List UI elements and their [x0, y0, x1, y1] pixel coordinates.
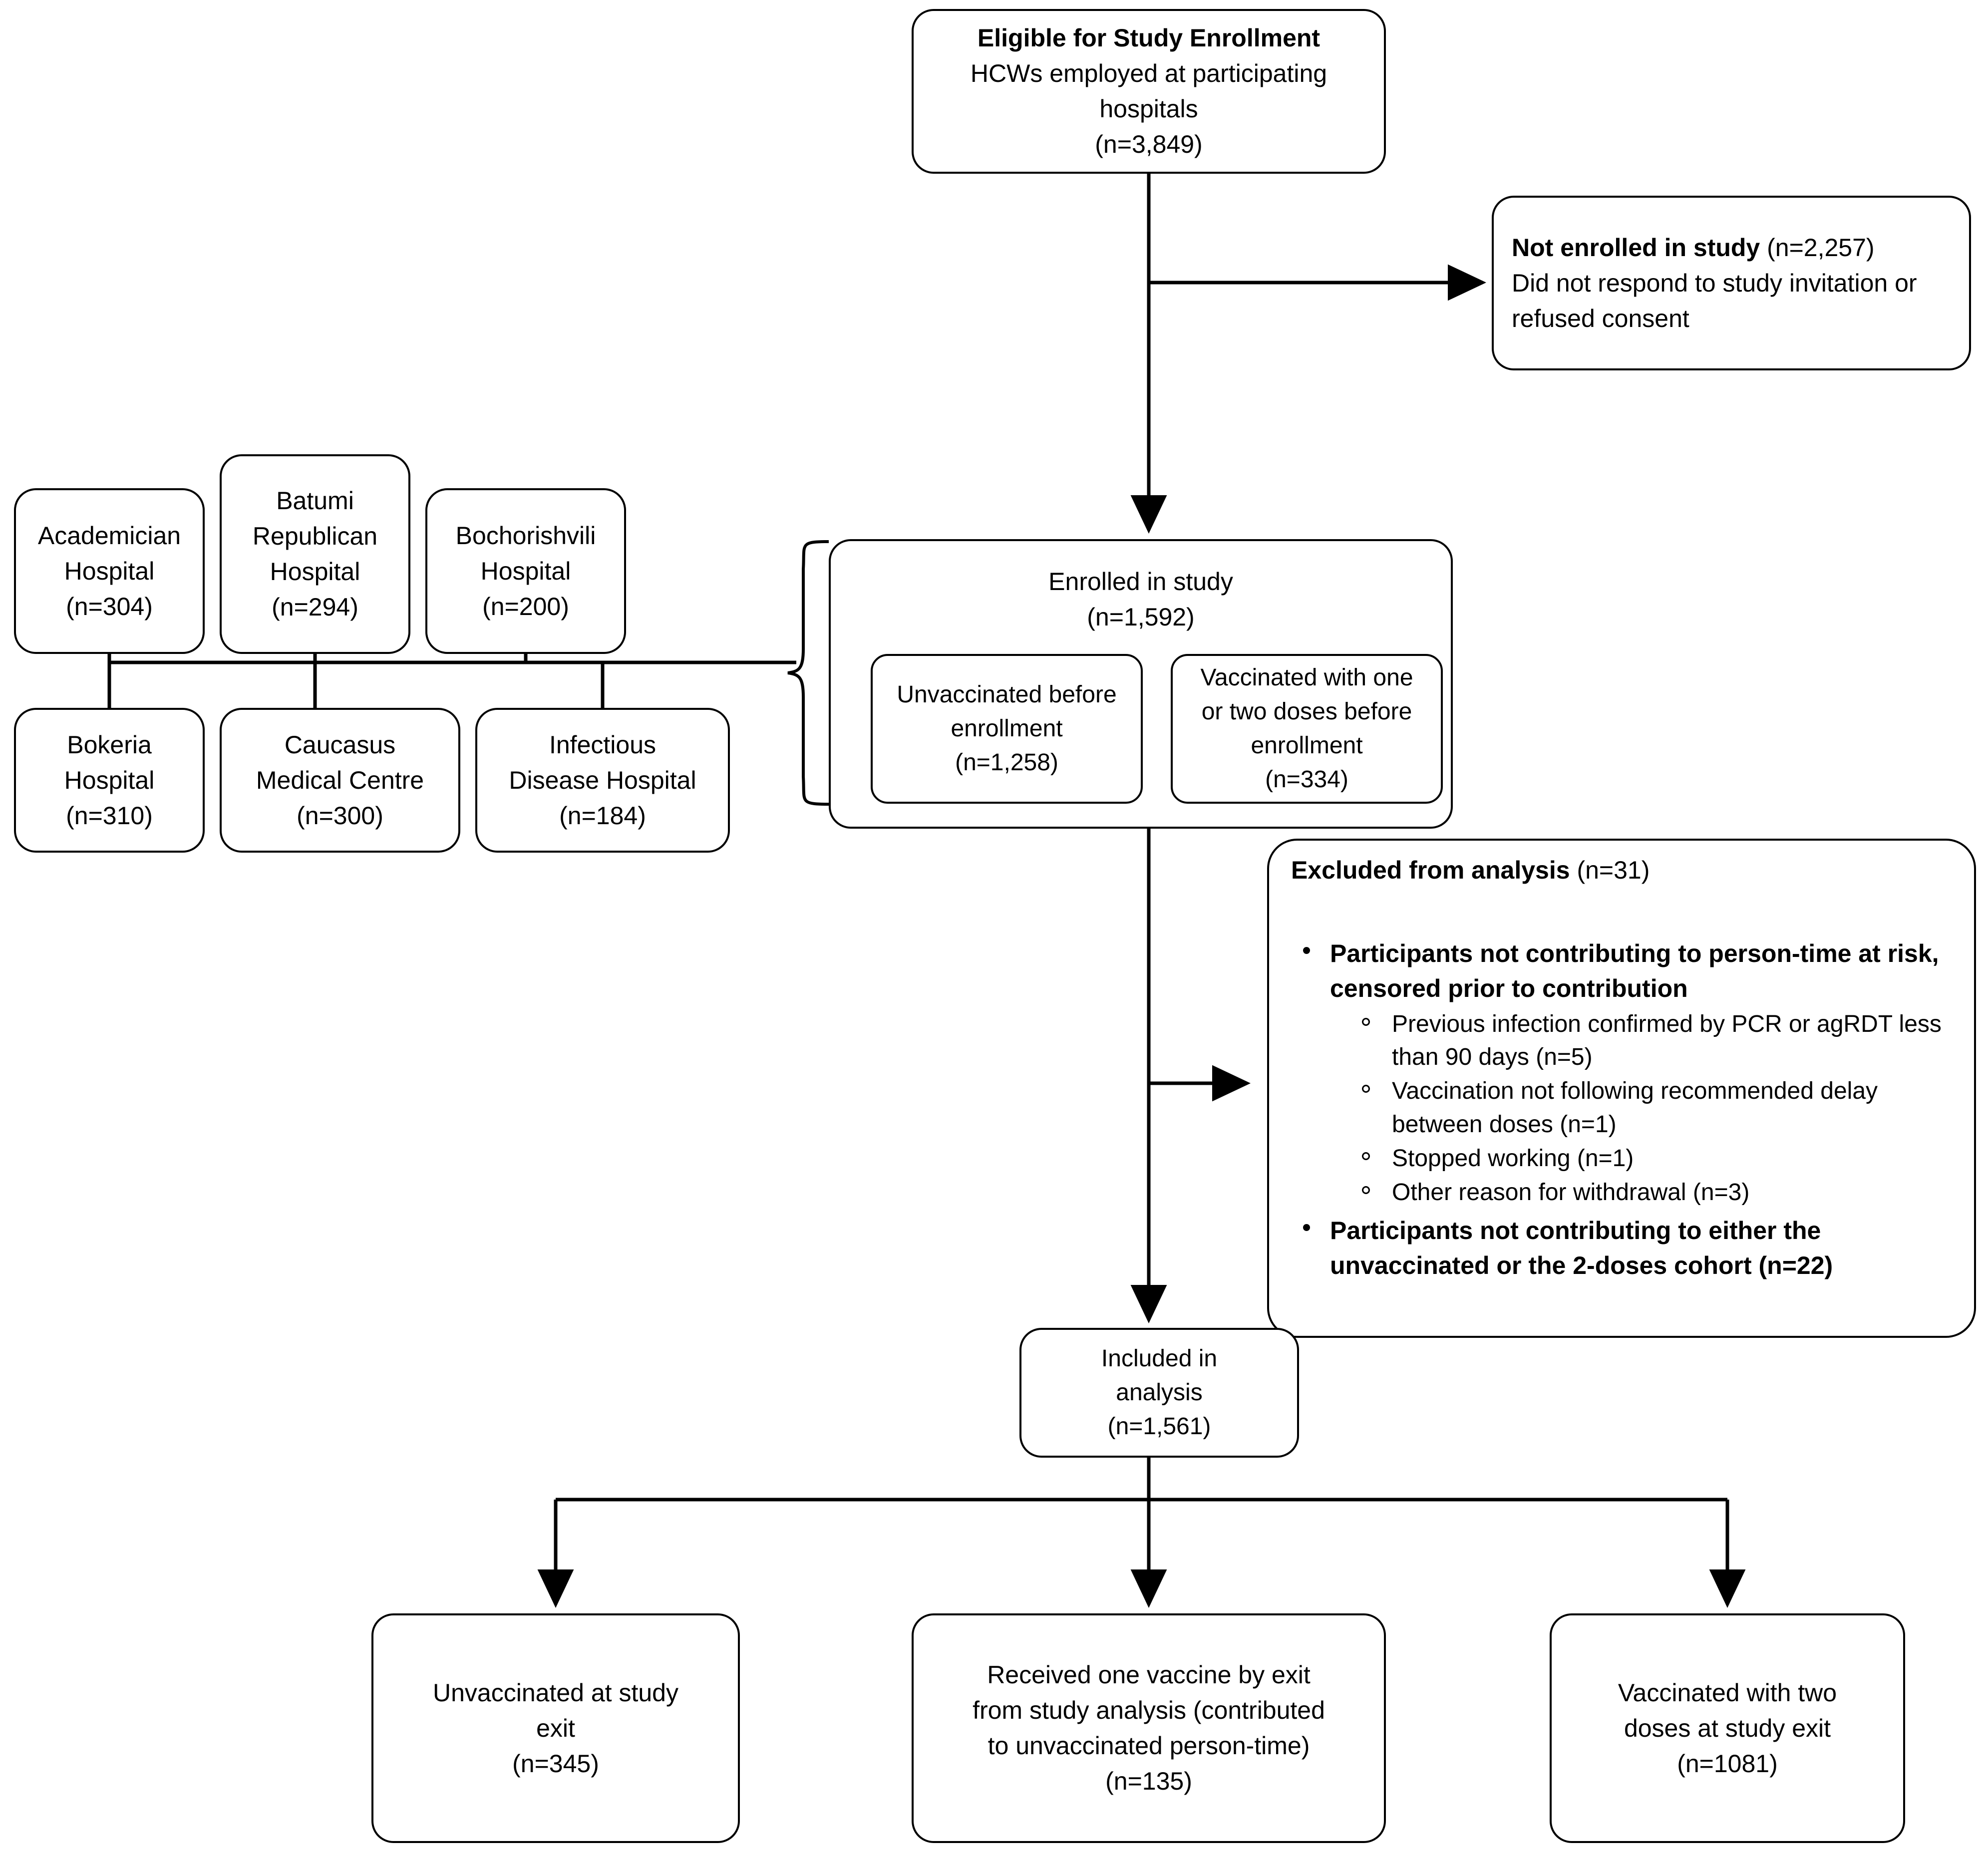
vacc-before-count: (n=334): [1265, 766, 1348, 793]
bullet-circle-icon: [1362, 1152, 1370, 1160]
enrolled-line-1: Enrolled in study: [1048, 568, 1233, 596]
outcome-1-line-1: Unvaccinated at study: [433, 1678, 678, 1707]
node-unvaccinated-at-exit: Unvaccinated at study exit (n=345): [371, 1613, 740, 1843]
enrolled-line-2: (n=1,592): [1087, 603, 1195, 631]
hospital-4-line-2: Hospital: [64, 766, 155, 794]
node-not-enrolled: Not enrolled in study (n=2,257) Did not …: [1492, 196, 1971, 370]
node-vaccinated-before-enrollment: Vaccinated with one or two doses before …: [1171, 654, 1443, 804]
node-hospital-caucasus-medical-centre: Caucasus Medical Centre (n=300): [220, 708, 460, 853]
hospital-4-count: (n=310): [66, 801, 153, 830]
not-enrolled-line-1: Did not respond to study invitation or: [1512, 269, 1917, 297]
hospital-2-line-2: Republican: [252, 522, 378, 550]
node-hospital-infectious-disease: Infectious Disease Hospital (n=184): [475, 708, 730, 853]
outcome-3-count: (n=1081): [1677, 1749, 1778, 1778]
excluded-bullet-2-text: Participants not contributing to either …: [1330, 1217, 1833, 1280]
hospital-2-count: (n=294): [272, 593, 358, 621]
hospital-6-count: (n=184): [559, 801, 646, 830]
node-unvaccinated-before-enrollment: Unvaccinated before enrollment (n=1,258): [871, 654, 1143, 804]
node-eligible-for-enrollment: Eligible for Study Enrollment HCWs emplo…: [912, 9, 1386, 174]
hospital-3-line-2: Hospital: [480, 557, 571, 585]
bullet-circle-icon: [1362, 1085, 1370, 1093]
excluded-bullet-1-text: Participants not contributing to person-…: [1330, 939, 1939, 1002]
node-two-doses-at-exit: Vaccinated with two doses at study exit …: [1550, 1613, 1905, 1843]
eligible-line-3: hospitals: [1099, 95, 1198, 123]
outcome-3-line-2: doses at study exit: [1624, 1714, 1831, 1742]
excluded-title-count: (n=31): [1570, 856, 1650, 884]
node-hospital-batumi-republican: Batumi Republican Hospital (n=294): [220, 454, 410, 654]
outcome-2-line-3: to unvaccinated person-time): [988, 1732, 1310, 1760]
outcome-1-count: (n=345): [512, 1749, 599, 1778]
eligible-line-4: (n=3,849): [1095, 130, 1203, 158]
not-enrolled-label: Not enrolled in study: [1512, 233, 1760, 262]
bullet-disc-icon: [1303, 1224, 1310, 1232]
included-line-1: Included in: [1101, 1345, 1218, 1372]
node-hospital-bochorishvili: Bochorishvili Hospital (n=200): [425, 488, 626, 654]
excluded-sub-4: Other reason for withdrawal (n=3): [1330, 1176, 1959, 1209]
unvacc-before-count: (n=1,258): [955, 749, 1058, 776]
included-count: (n=1,561): [1107, 1413, 1211, 1440]
outcome-2-line-1: Received one vaccine by exit: [987, 1661, 1311, 1689]
hospital-1-count: (n=304): [66, 592, 153, 620]
node-hospital-bokeria: Bokeria Hospital (n=310): [14, 708, 205, 853]
excluded-sub-1: Previous infection confirmed by PCR or a…: [1330, 1008, 1959, 1074]
node-hospital-academician: Academician Hospital (n=304): [14, 488, 205, 654]
hospital-brace: [787, 540, 829, 806]
not-enrolled-heading: Not enrolled in study (n=2,257): [1512, 230, 1875, 266]
node-one-vaccine-by-exit: Received one vaccine by exit from study …: [912, 1613, 1386, 1843]
not-enrolled-line-2: refused consent: [1512, 304, 1689, 332]
outcome-2-count: (n=135): [1105, 1767, 1192, 1795]
hospital-1-line-2: Hospital: [64, 557, 155, 585]
hospital-2-line-1: Batumi: [276, 487, 354, 515]
hospital-5-count: (n=300): [297, 801, 383, 830]
excluded-bullet-2: Participants not contributing to either …: [1291, 1213, 1959, 1283]
node-excluded-from-analysis: Excluded from analysis (n=31) Participan…: [1267, 839, 1976, 1338]
not-enrolled-count: (n=2,257): [1760, 233, 1875, 262]
bullet-disc-icon: [1303, 947, 1310, 954]
included-line-2: analysis: [1116, 1379, 1203, 1406]
excluded-sub-1-text: Previous infection confirmed by PCR or a…: [1392, 1011, 1942, 1071]
outcome-2-line-2: from study analysis (contributed: [973, 1696, 1325, 1724]
hospital-3-line-1: Bochorishvili: [455, 521, 596, 550]
vacc-before-line-2: or two doses before: [1201, 698, 1412, 725]
unvacc-before-line-2: enrollment: [951, 715, 1063, 742]
excluded-title-label: Excluded from analysis: [1291, 856, 1570, 884]
excluded-sub-list: Previous infection confirmed by PCR or a…: [1330, 1008, 1959, 1209]
hospital-2-line-3: Hospital: [270, 558, 360, 586]
hospital-6-line-1: Infectious: [549, 730, 656, 759]
bullet-circle-icon: [1362, 1186, 1370, 1195]
excluded-sub-3-text: Stopped working (n=1): [1392, 1145, 1634, 1172]
outcome-3-line-1: Vaccinated with two: [1618, 1678, 1837, 1707]
eligible-line-1: Eligible for Study Enrollment: [977, 24, 1321, 52]
eligible-line-2: HCWs employed at participating: [970, 59, 1327, 87]
hospital-6-line-2: Disease Hospital: [509, 766, 696, 794]
vacc-before-line-1: Vaccinated with one: [1200, 664, 1413, 691]
hospital-1-line-1: Academician: [37, 521, 181, 550]
unvacc-before-line-1: Unvaccinated before: [897, 681, 1117, 708]
outcome-1-line-2: exit: [536, 1714, 575, 1742]
excluded-sub-2: Vaccination not following recommended de…: [1330, 1075, 1959, 1141]
excluded-bullet-1: Participants not contributing to person-…: [1291, 936, 1959, 1209]
hospital-4-line-1: Bokeria: [67, 730, 152, 759]
hospital-5-line-2: Medical Centre: [256, 766, 424, 794]
excluded-sub-3: Stopped working (n=1): [1330, 1142, 1959, 1175]
hospital-3-count: (n=200): [482, 592, 569, 620]
bullet-circle-icon: [1362, 1018, 1370, 1026]
hospital-5-line-1: Caucasus: [284, 730, 396, 759]
node-included-in-analysis: Included in analysis (n=1,561): [1019, 1328, 1299, 1458]
excluded-title: Excluded from analysis (n=31): [1291, 853, 1650, 888]
excluded-sub-2-text: Vaccination not following recommended de…: [1392, 1078, 1878, 1138]
excluded-sub-4-text: Other reason for withdrawal (n=3): [1392, 1179, 1750, 1206]
vacc-before-line-3: enrollment: [1251, 732, 1363, 759]
excluded-bullet-list: Participants not contributing to person-…: [1291, 936, 1959, 1287]
